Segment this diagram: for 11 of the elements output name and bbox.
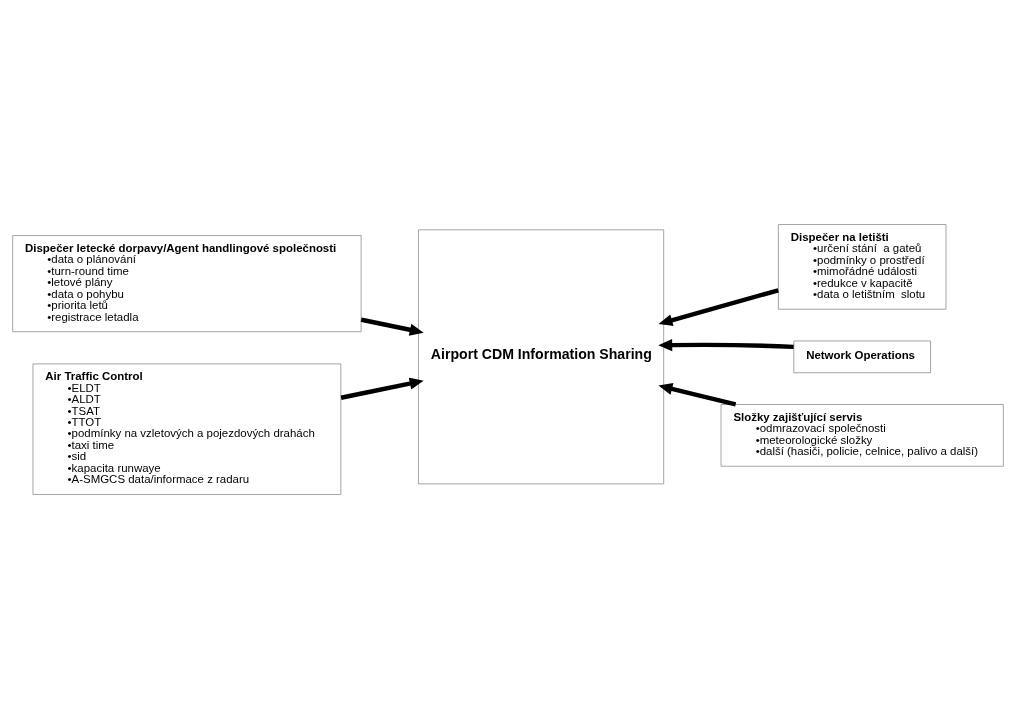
node-box: Dispečer letecké dorpavy/Agent handlingové společnosti •data o plánování •turn-round time •letové plány •data o pohybu •priorita letů •registrace letadla: [12, 234, 362, 332]
node-box: Airport CDM Information Sharing: [418, 228, 665, 484]
arrow: [658, 382, 737, 407]
arrow: [658, 287, 779, 326]
node-box: Dispečer na letišti •určení stání a gateů •podmínky o prostředí •mimořádné události •redukce v kapacitě •data o letištním slotu: [777, 223, 947, 310]
node-box: Složky zajišťující servis •odmrazovací společnosti •meteorologické složky •další (hasiči, policie, celnice, palivo a další): [720, 403, 1004, 467]
arrow: [360, 317, 424, 336]
node-box: Air Traffic Control •ELDT •ALDT •TSAT •TTOT •podmínky na vzletových a pojezdových drahách •taxi time •sid •kapacita runwaye •A-SMGCS data/informace z radaru: [32, 362, 342, 495]
arrow: [658, 338, 794, 351]
arrow: [340, 377, 424, 400]
node-box: Network Operations: [793, 340, 931, 373]
